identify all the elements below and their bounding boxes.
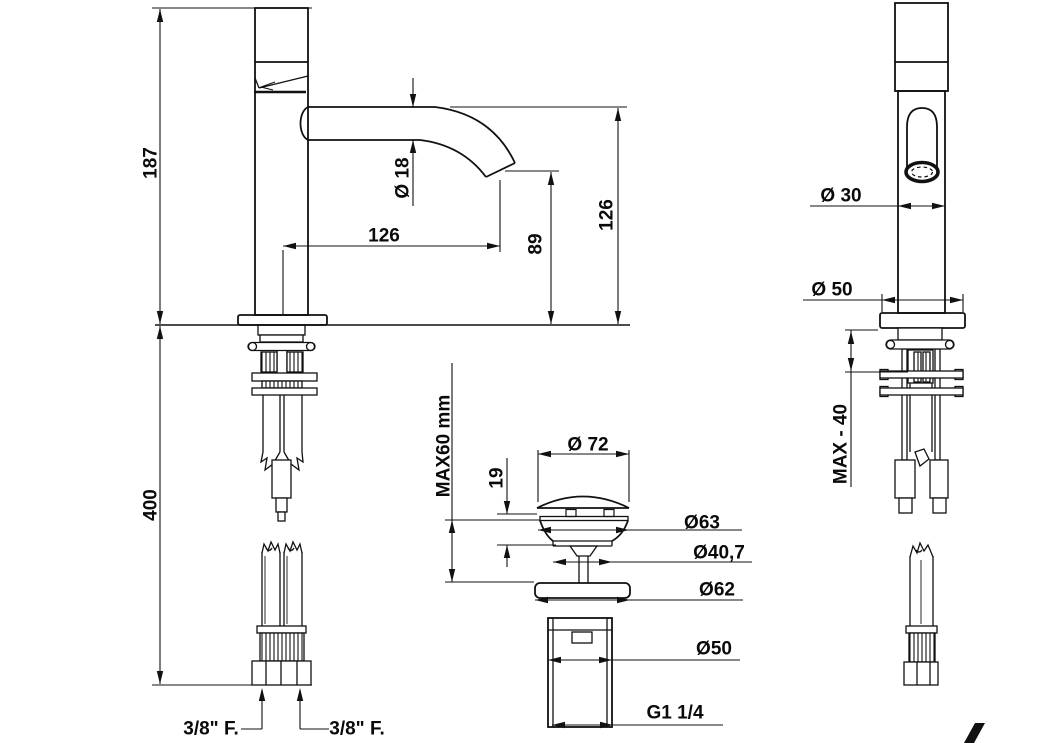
dim-waste-thread-size: G1 1/4 bbox=[646, 702, 704, 724]
front-view-dimensions bbox=[152, 7, 627, 730]
side-view-drawing bbox=[879, 2, 966, 686]
side-view-dimensions bbox=[803, 202, 964, 487]
waste-dimensions bbox=[445, 363, 752, 729]
front-view-drawing bbox=[155, 7, 630, 686]
dim-base-diameter: Ø 50 bbox=[811, 279, 853, 301]
dim-spout-top-height: 126 bbox=[596, 199, 618, 231]
dim-waste-washer-diameter: Ø62 bbox=[699, 579, 735, 601]
dim-spout-tube-diameter: Ø 18 bbox=[392, 157, 414, 199]
dim-side-max-thickness: MAX - 40 bbox=[830, 403, 852, 485]
logo-mark bbox=[964, 723, 985, 743]
label-supply-hose-right: 3/8" F. bbox=[329, 718, 385, 740]
waste-drawing bbox=[534, 495, 631, 728]
label-supply-hose-left: 3/8" F. bbox=[183, 718, 239, 740]
dim-waste-flange-diameter: Ø63 bbox=[684, 512, 720, 534]
dim-body-diameter: Ø 30 bbox=[820, 185, 862, 207]
dim-spout-outlet-height: 89 bbox=[525, 233, 547, 255]
dim-waste-neck-diameter: Ø40,7 bbox=[693, 542, 745, 564]
dim-length-below-deck: 400 bbox=[140, 489, 162, 521]
dim-spout-projection: 126 bbox=[368, 225, 400, 247]
dim-height-above-deck: 187 bbox=[140, 147, 162, 179]
dim-waste-locknut-diameter: Ø50 bbox=[696, 638, 732, 660]
dim-waste-max-thickness: MAX60 mm bbox=[433, 394, 455, 498]
dim-waste-cap-diameter: Ø 72 bbox=[567, 434, 609, 456]
dim-waste-cap-height: 19 bbox=[486, 467, 508, 489]
